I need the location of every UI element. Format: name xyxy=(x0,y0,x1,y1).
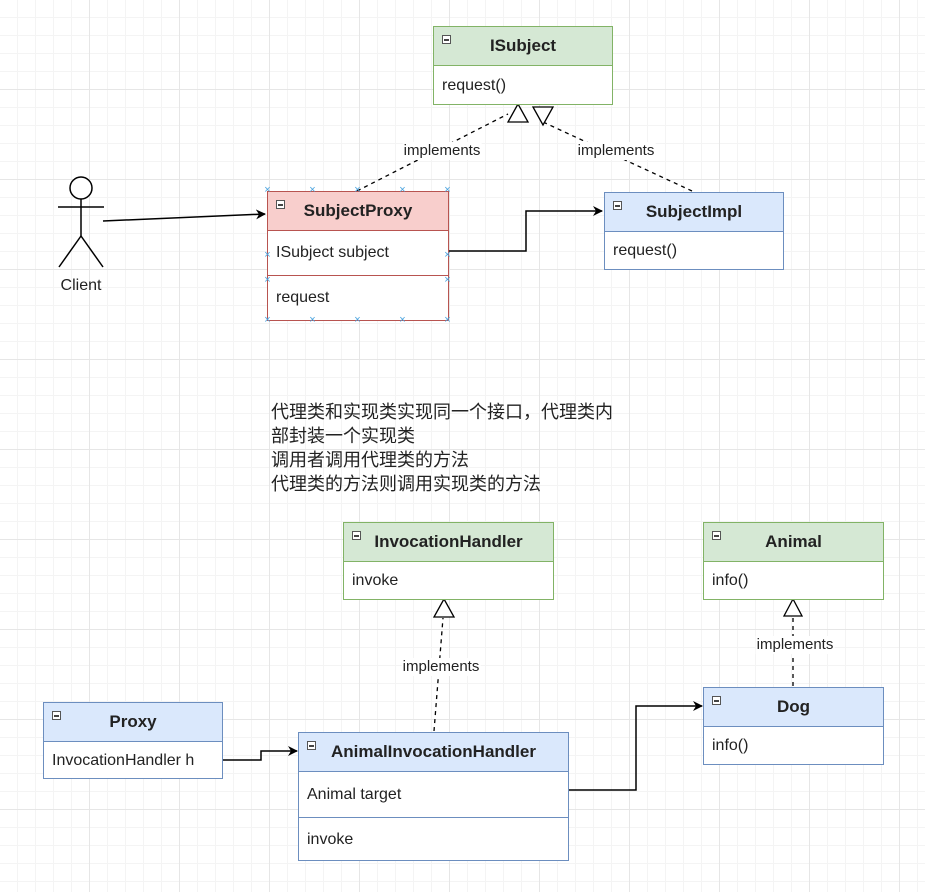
class-subject-impl-header[interactable]: SubjectImpl xyxy=(605,193,783,232)
selection-handle[interactable]: × xyxy=(309,184,316,196)
class-proxy-header[interactable]: Proxy xyxy=(44,703,222,742)
edge-label-implements: implements xyxy=(755,636,835,654)
class-animal-name: Animal xyxy=(765,532,822,551)
selection-handle[interactable]: × xyxy=(444,249,451,261)
class-subject-proxy-name: SubjectProxy xyxy=(303,201,413,220)
selection-handle[interactable]: × xyxy=(444,274,451,286)
class-dog-member: info() xyxy=(712,737,749,754)
class-animal-invocation-handler-name: AnimalInvocationHandler xyxy=(331,742,536,761)
selection-handle[interactable]: × xyxy=(444,184,451,196)
proxy-to-impl-association xyxy=(448,206,603,252)
class-dog-name: Dog xyxy=(776,697,811,716)
client-actor-icon xyxy=(58,176,104,268)
class-subject-proxy-method: request xyxy=(268,275,448,320)
note-line: 部封装一个实现类 xyxy=(271,426,415,446)
selection-handle[interactable]: × xyxy=(354,314,361,326)
selection-handle[interactable]: × xyxy=(399,184,406,196)
class-isubject-name: ISubject xyxy=(489,36,557,55)
class-proxy[interactable]: Proxy InvocationHandler h xyxy=(43,702,223,779)
class-subject-impl[interactable]: SubjectImpl request() xyxy=(604,192,784,270)
note-line: 调用者调用代理类的方法 xyxy=(271,450,469,470)
collapse-icon[interactable] xyxy=(442,35,451,44)
class-subject-proxy[interactable]: SubjectProxy ISubject subject request xyxy=(267,191,449,321)
class-invocation-handler-header[interactable]: InvocationHandler xyxy=(344,523,553,562)
proxy-to-handler-association xyxy=(223,746,298,761)
selection-handle[interactable]: × xyxy=(399,314,406,326)
edge-label-implements: implements xyxy=(401,658,481,676)
handler-to-dog-association xyxy=(568,701,703,791)
class-proxy-member: InvocationHandler h xyxy=(52,751,195,769)
selection-handle[interactable]: × xyxy=(354,184,361,196)
selection-handle[interactable]: × xyxy=(444,314,451,326)
edge-label-implements: implements xyxy=(576,142,656,160)
class-dog-header[interactable]: Dog xyxy=(704,688,883,727)
class-animal-header[interactable]: Animal xyxy=(704,523,883,562)
client-to-proxy-association xyxy=(102,209,266,222)
selection-handle[interactable]: × xyxy=(264,274,271,286)
class-subject-proxy-header[interactable]: SubjectProxy xyxy=(268,192,448,231)
handler-implements-arrowhead xyxy=(432,597,456,618)
proxy-implements-arrowhead xyxy=(506,102,530,123)
collapse-icon[interactable] xyxy=(52,711,61,720)
class-subject-proxy-field: ISubject subject xyxy=(276,244,389,261)
collapse-icon[interactable] xyxy=(613,201,622,210)
class-proxy-name: Proxy xyxy=(109,712,157,731)
selection-handle[interactable]: × xyxy=(309,314,316,326)
edge-label-implements: implements xyxy=(402,142,482,160)
collapse-icon[interactable] xyxy=(712,696,721,705)
class-animal-member: info() xyxy=(712,572,749,589)
dog-implements-arrowhead xyxy=(782,597,804,617)
class-invocation-handler-member: invoke xyxy=(352,572,399,589)
class-invocation-handler[interactable]: InvocationHandler invoke xyxy=(343,522,554,600)
class-animal-invocation-handler-method: invoke xyxy=(299,817,568,861)
collapse-icon[interactable] xyxy=(352,531,361,540)
collapse-icon[interactable] xyxy=(276,200,285,209)
class-animal-invocation-handler-header[interactable]: AnimalInvocationHandler xyxy=(299,733,568,772)
note-line: 代理类的方法则调用实现类的方法 xyxy=(271,474,541,494)
class-subject-impl-member: request() xyxy=(613,242,678,259)
description-note: 代理类和实现类实现同一个接口，代理类内部封装一个实现类调用者调用代理类的方法代理… xyxy=(271,400,613,496)
class-invocation-handler-name: InvocationHandler xyxy=(374,532,523,551)
note-line: 代理类和实现类实现同一个接口，代理类内 xyxy=(271,402,613,422)
class-isubject-member: request() xyxy=(442,76,507,94)
selection-handle[interactable]: × xyxy=(264,249,271,261)
impl-implements-arrowhead xyxy=(531,106,555,127)
collapse-icon[interactable] xyxy=(712,531,721,540)
collapse-icon[interactable] xyxy=(307,741,316,750)
selection-handle[interactable]: × xyxy=(264,314,271,326)
class-isubject[interactable]: ISubject request() xyxy=(433,26,613,105)
class-animal-invocation-handler-field: Animal target xyxy=(307,785,402,803)
class-dog[interactable]: Dog info() xyxy=(703,687,884,765)
class-subject-impl-name: SubjectImpl xyxy=(645,202,743,221)
class-isubject-header[interactable]: ISubject xyxy=(434,27,612,66)
client-label: Client xyxy=(60,277,102,294)
class-animal-invocation-handler[interactable]: AnimalInvocationHandler Animal target in… xyxy=(298,732,569,861)
selection-handle[interactable]: × xyxy=(264,184,271,196)
class-animal[interactable]: Animal info() xyxy=(703,522,884,600)
